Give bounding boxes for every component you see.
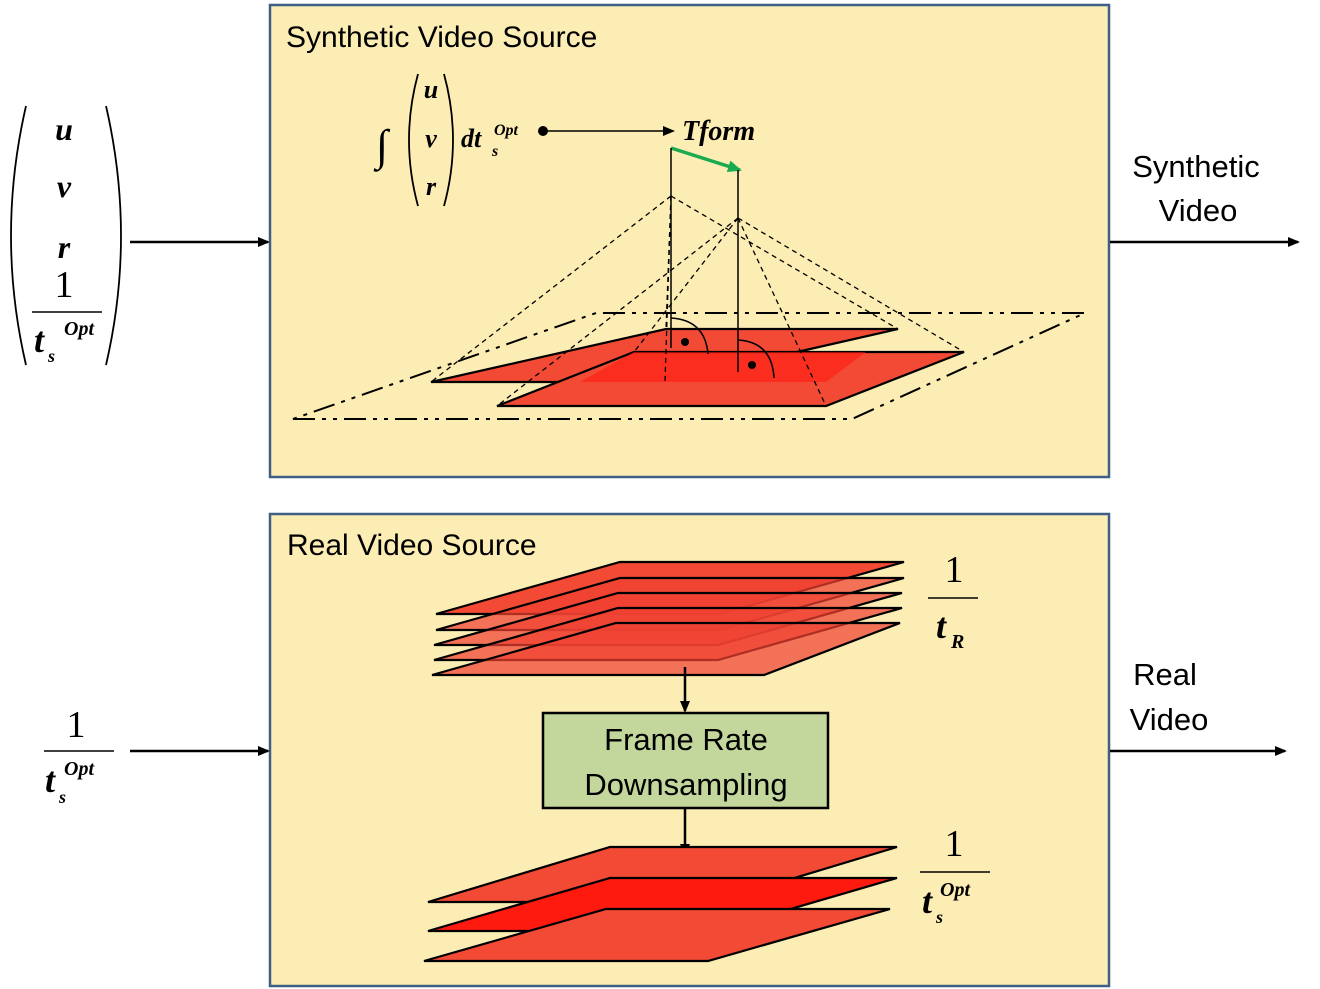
integral-r: r: [426, 172, 437, 201]
real-frame-5: [431, 621, 901, 677]
integral-sign: ∫: [373, 121, 391, 172]
input-fraction-t: t: [34, 320, 45, 360]
camera-motion-arrow: [670, 146, 742, 173]
high-rate-t: t: [936, 606, 947, 646]
synthetic-frame-overlap: [580, 352, 866, 382]
input-r: r: [58, 229, 71, 265]
frame-rate-downsampling-block: Frame Rate Downsampling: [541, 711, 830, 810]
integral-dt: dt: [461, 124, 482, 153]
integral-right-paren: [443, 73, 454, 207]
input-v: v: [57, 168, 72, 204]
downsampling-box: [541, 711, 830, 810]
synthetic-output-line1: Synthetic: [1132, 149, 1260, 184]
camera-2-projection: [496, 170, 965, 407]
real-output-line2: Video: [1130, 702, 1209, 737]
real-low-rate-label: 1 t Opt s: [920, 823, 990, 927]
low-rate-subscript: s: [935, 907, 943, 927]
tform-label: Tform: [682, 116, 755, 147]
integral-v: v: [425, 124, 437, 153]
integral-left-paren: [408, 73, 419, 207]
high-rate-subscript: R: [950, 631, 964, 653]
synthetic-output-line2: Video: [1159, 193, 1238, 228]
high-rate-numerator: 1: [945, 549, 964, 591]
input-left-paren: [10, 105, 27, 366]
input-right-paren: [105, 105, 122, 366]
integral-expression: ∫ u v r dt Opt s: [373, 73, 519, 207]
low-rate-numerator: 1: [945, 823, 964, 865]
ground-plane: [292, 312, 1086, 420]
real-input-rate: 1 t Opt s: [44, 704, 114, 807]
real-input-numerator: 1: [67, 704, 86, 746]
downsampling-label-line2: Downsampling: [584, 767, 787, 802]
synthetic-video-source-box: Synthetic Video Source ∫ u v r dt Opt s …: [268, 3, 1111, 479]
real-high-rate-label: 1 t R: [928, 549, 978, 653]
low-rate-t: t: [922, 881, 933, 921]
output-frame-3: [423, 907, 891, 963]
input-u: u: [55, 111, 73, 147]
integral-subscript: s: [491, 143, 498, 160]
real-video-source-box: Real Video Source 1 t R Frame Rate Downs…: [268, 512, 1111, 988]
integral-superscript: Opt: [494, 122, 519, 139]
low-rate-superscript: Opt: [940, 879, 971, 901]
input-fraction-subscript: s: [47, 346, 55, 366]
real-output-line1: Real: [1133, 657, 1197, 692]
integral-u: u: [424, 75, 438, 104]
downsampling-label-line1: Frame Rate: [604, 722, 768, 757]
real-input-t: t: [45, 760, 56, 800]
camera-1-projection: [430, 148, 899, 383]
synthetic-input-vector: u v r 1 t Opt s: [10, 105, 122, 366]
real-input-subscript: s: [58, 787, 66, 807]
real-box-title: Real Video Source: [287, 529, 537, 562]
real-input-superscript: Opt: [64, 758, 95, 780]
integral-output-dot: [538, 126, 548, 136]
input-fraction-numerator: 1: [55, 264, 74, 306]
synthetic-box-title: Synthetic Video Source: [286, 21, 597, 54]
input-fraction-superscript: Opt: [64, 318, 95, 340]
real-frame-stack-high-rate: [431, 560, 905, 677]
real-frame-stack-low-rate: [423, 845, 898, 963]
